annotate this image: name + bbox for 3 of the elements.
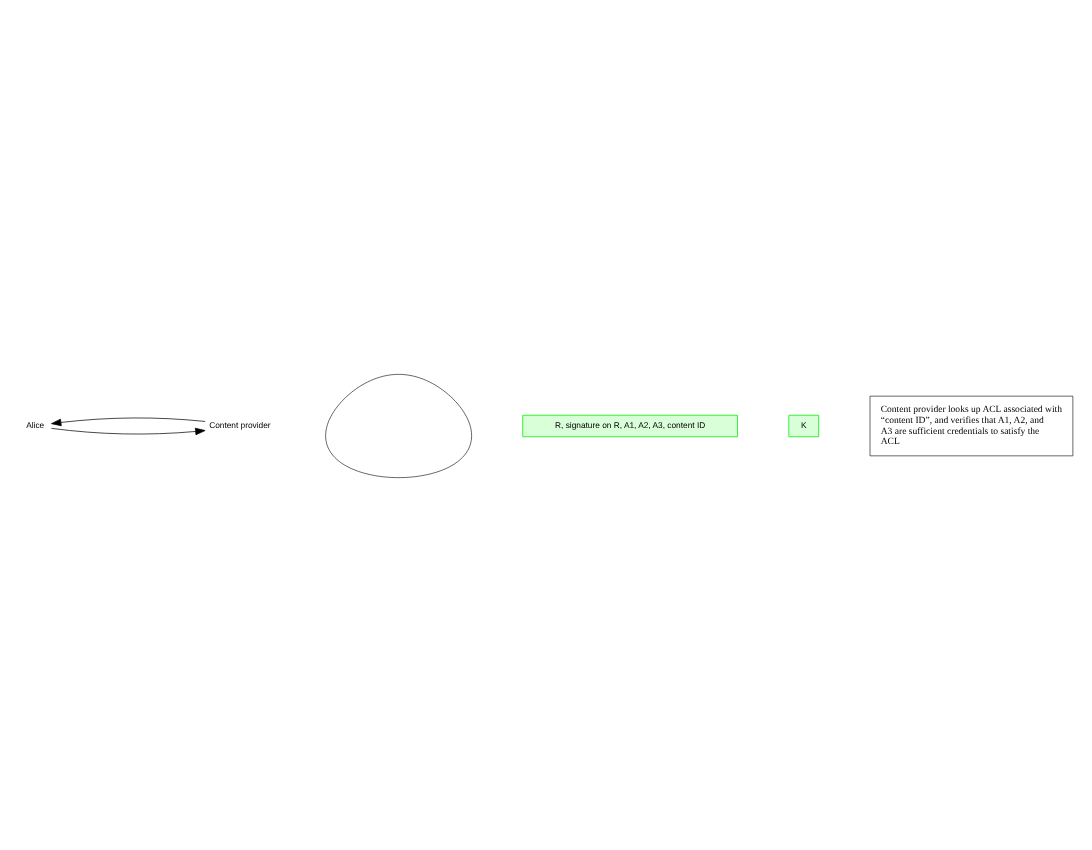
arrow	[51, 426, 206, 435]
node-cloud	[325, 373, 472, 477]
arrow	[51, 416, 206, 426]
